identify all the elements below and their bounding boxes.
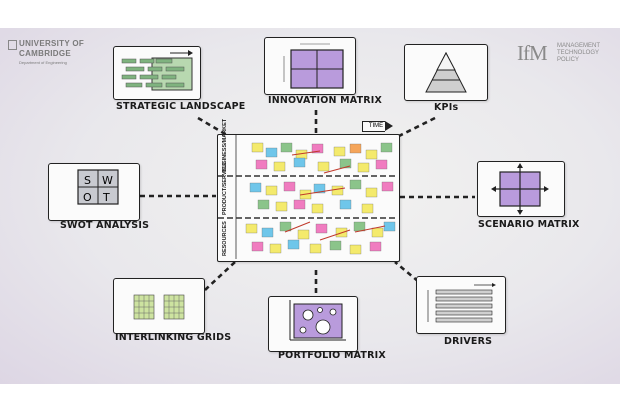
sticky-note — [381, 181, 394, 192]
sticky-note — [315, 223, 328, 234]
bottom-letterbox — [0, 384, 620, 412]
sticky-note — [269, 243, 282, 254]
sticky-note — [283, 181, 296, 192]
sticky-note — [249, 182, 262, 193]
sticky-note — [297, 229, 310, 240]
sticky-note — [251, 241, 264, 252]
portfolio-matrix-label: PORTFOLIO MATRIX — [278, 350, 386, 361]
sticky-note — [309, 243, 322, 254]
sticky-note — [287, 239, 300, 250]
time-arrow: TIME — [362, 121, 393, 132]
sticky-note — [293, 157, 306, 168]
flow-arrow — [323, 165, 351, 174]
sticky-note — [245, 223, 258, 234]
sticky-note — [265, 185, 278, 196]
ifm-mark: IfM — [517, 41, 548, 65]
sticky-note — [255, 159, 268, 170]
sticky-note — [365, 187, 378, 198]
time-label: TIME — [368, 123, 384, 129]
sticky-note — [349, 244, 362, 255]
sticky-note — [251, 142, 264, 153]
sticky-note — [317, 161, 330, 172]
innovation-matrix-label: INNOVATION MATRIX — [268, 95, 383, 106]
top-letterbox — [0, 0, 620, 28]
sticky-note — [275, 201, 288, 212]
interlinking-grids-card — [113, 278, 205, 334]
sticky-note — [371, 227, 384, 238]
flow-arrow — [354, 225, 386, 233]
sticky-note — [339, 158, 352, 169]
flow-arrow — [284, 221, 311, 233]
sticky-note — [280, 142, 293, 153]
sticky-note — [365, 149, 378, 160]
sticky-note — [333, 146, 346, 157]
drivers-label: DRIVERS — [444, 336, 493, 347]
flow-arrow — [319, 229, 351, 241]
sticky-note — [361, 203, 374, 214]
cambridge-logo: UNIVERSITY OF CAMBRIDGE Department of En… — [8, 40, 84, 67]
swot-letter-w: W — [102, 174, 113, 187]
flow-arrow — [299, 187, 346, 196]
interlinking-grids-label: INTERLINKING GRIDS — [115, 332, 232, 343]
swot-letter-t: T — [102, 191, 110, 204]
sticky-note — [311, 143, 324, 154]
scenario-matrix-label: SCENARIO MATRIX — [478, 219, 580, 230]
flow-arrow — [291, 150, 321, 156]
sticky-note — [357, 162, 370, 173]
sticky-note — [383, 221, 396, 232]
sticky-note — [261, 227, 274, 238]
logo-line: UNIVERSITY OF — [19, 39, 85, 48]
logo-line: CAMBRIDGE — [19, 49, 72, 58]
sticky-note — [349, 179, 362, 190]
sticky-note — [375, 159, 388, 170]
sticky-note — [313, 183, 326, 194]
sticky-note — [339, 199, 352, 210]
swot-letter-s: S — [84, 174, 91, 187]
sticky-note — [380, 142, 393, 153]
sticky-note — [257, 199, 270, 210]
ifm-line: MANAGEMENT — [557, 43, 601, 49]
sticky-note — [369, 241, 382, 252]
sticky-note — [279, 221, 292, 232]
sticky-note — [349, 143, 362, 154]
swot-analysis-label: SWOT ANALYSIS — [60, 220, 150, 231]
kpis-label: KPIs — [434, 102, 459, 113]
sticky-note — [273, 161, 286, 172]
swot-letter-o: O — [83, 191, 92, 204]
ifm-tagline: MANAGEMENT TECHNOLOGY POLICY — [557, 43, 617, 64]
sticky-note — [265, 147, 278, 158]
logo-subline: Department of Engineering — [19, 60, 67, 65]
sticky-note — [329, 240, 342, 251]
ifm-line: TECHNOLOGY — [557, 50, 600, 56]
ifm-line: POLICY — [557, 57, 580, 63]
sticky-note — [311, 203, 324, 214]
sticky-note — [353, 221, 366, 232]
sticky-note — [293, 199, 306, 210]
strategic-landscape-label: STRATEGIC LANDSCAPE — [116, 101, 246, 112]
sticky-note — [331, 185, 344, 196]
